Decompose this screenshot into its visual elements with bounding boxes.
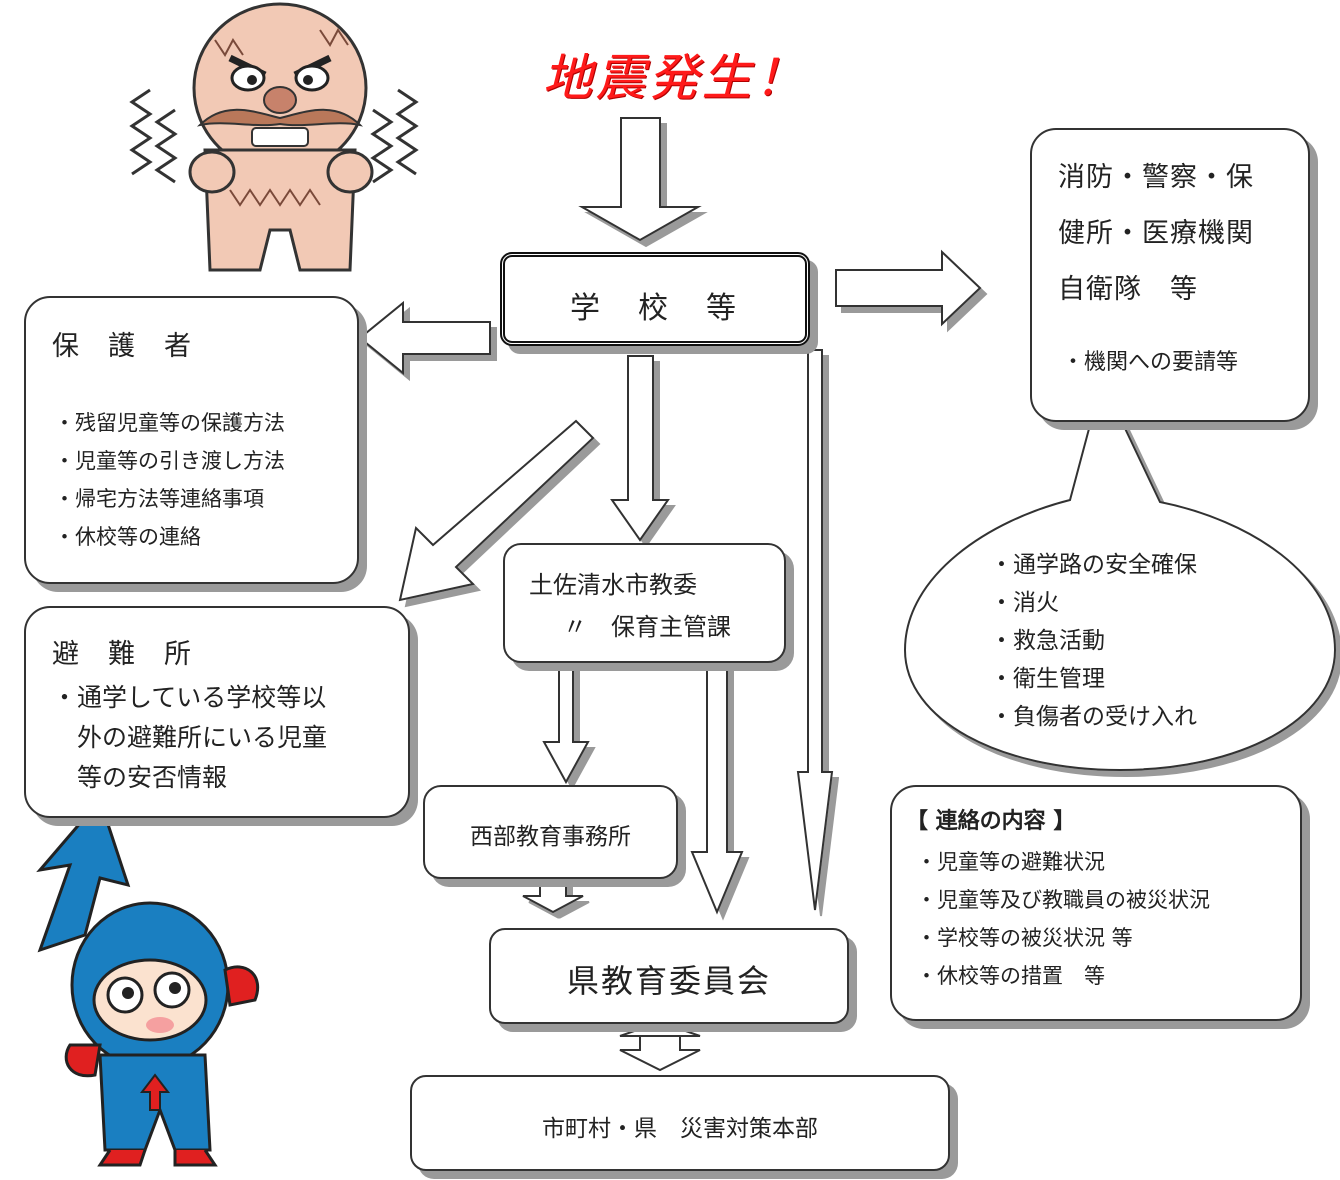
agencies-line: 健所・医療機関 [1058,218,1254,249]
upward-arrow-mascot-icon [36,797,260,1167]
agencies-line: 自衛隊 等 [1058,274,1198,305]
contact-item: ・休校等の措置 等 [916,964,1105,988]
shelter-line: 外の避難所にいる児童 [52,723,328,752]
arrow-west-to-pref-board [522,879,584,914]
agency-tasks-callout [903,377,1337,772]
contact-contents-items: ・児童等の避難状況 ・児童等及び教職員の被災状況 ・学校等の被災状況 等 ・休校… [916,843,1210,995]
pref-board-box: 県教育委員会 [489,928,849,1024]
shelter-line: 等の安否情報 [52,763,228,792]
shelter-line: ・通学している学校等以 [52,683,327,712]
agencies-line: 消防・警察・保 [1058,162,1254,193]
agencies-box: 消防・警察・保 健所・医療機関 自衛隊 等 ・機関への要請等 [1030,128,1310,422]
agency-task: ・衛生管理 [990,666,1105,692]
headline-earthquake: 地震発生！ [542,49,808,107]
city-board-line1: 土佐清水市教委 [529,571,697,599]
shelter-title: 避 難 所 [52,639,192,670]
guardians-box: 保 護 者 ・残留児童等の保護方法 ・児童等の引き渡し方法 ・帰宅方法等連絡事項… [24,296,359,584]
arrow-city-to-pref-board [690,663,744,915]
west-office-box: 西部教育事務所 [423,785,678,879]
guardians-title: 保 護 者 [52,331,192,362]
guardians-item: ・帰宅方法等連絡事項 [54,487,264,511]
city-board-box: 土佐清水市教委 〃 保育主管課 [503,543,786,663]
contact-item: ・学校等の被災状況 等 [916,926,1133,950]
pref-board-label: 県教育委員会 [566,962,771,1000]
disaster-hq-label: 市町村・県 災害対策本部 [542,1116,818,1142]
earthquake-character-icon [129,2,419,272]
guardians-item: ・児童等の引き渡し方法 [54,449,285,473]
agency-task: ・救急活動 [990,628,1105,654]
contact-contents-box: 【 連絡の内容 】 ・児童等の避難状況 ・児童等及び教職員の被災状況 ・学校等の… [890,785,1302,1021]
arrow-school-to-guardians [358,300,491,376]
arrow-school-to-pref-board [796,349,834,911]
contact-contents-title: 【 連絡の内容 】 [906,809,1076,834]
guardians-item: ・残留児童等の保護方法 [54,411,285,435]
shelter-box: 避 難 所 ・通学している学校等以 外の避難所にいる児童 等の安否情報 [24,606,410,818]
shelter-items: ・通学している学校等以 外の避難所にいる児童 等の安否情報 [52,678,327,798]
school-box: 学 校 等 [500,252,810,346]
guardians-item: ・休校等の連絡 [54,525,201,549]
west-office-label: 西部教育事務所 [470,824,631,850]
arrow-quake-to-school [578,117,702,242]
city-board-line2: 〃 保育主管課 [563,613,731,641]
arrow-school-to-city-board [610,355,670,542]
school-label: 学 校 等 [570,291,740,326]
agency-task: ・負傷者の受け入れ [990,704,1197,730]
contact-item: ・児童等の避難状況 [916,850,1105,874]
contact-item: ・児童等及び教職員の被災状況 [916,888,1210,912]
arrow-city-to-west-office [542,663,590,785]
agency-task: ・消火 [990,590,1059,616]
agency-tasks-items: ・通学路の安全確保 ・消火 ・救急活動 ・衛生管理 ・負傷者の受け入れ [990,546,1197,736]
arrow-school-to-agencies [835,249,982,327]
agency-task: ・通学路の安全確保 [990,552,1197,578]
agencies-request: ・機関への要請等 [1062,350,1239,375]
agencies-lines: 消防・警察・保 健所・医療機関 自衛隊 等 [1058,150,1254,318]
disaster-hq-box: 市町村・県 災害対策本部 [410,1075,950,1171]
arrow-school-to-shelter [398,419,595,602]
guardians-items: ・残留児童等の保護方法 ・児童等の引き渡し方法 ・帰宅方法等連絡事項 ・休校等の… [54,404,285,556]
